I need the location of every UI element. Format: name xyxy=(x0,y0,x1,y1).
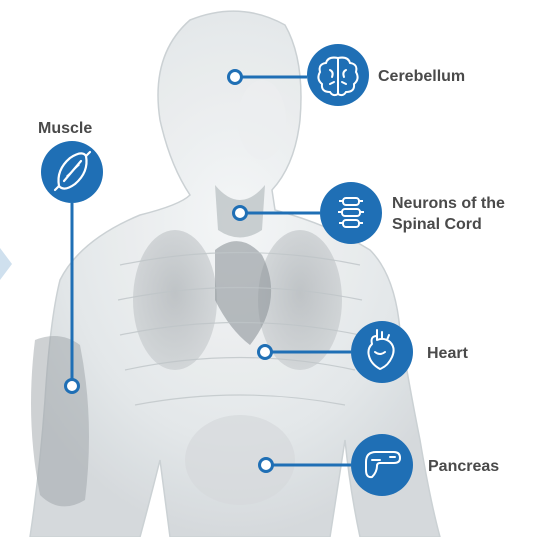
pancreas-badge xyxy=(351,434,413,496)
heart-label: Heart xyxy=(427,343,468,364)
cerebellum-badge xyxy=(307,44,369,106)
cerebellum-marker xyxy=(229,71,242,84)
pancreas-label: Pancreas xyxy=(428,456,499,477)
neurons-badge xyxy=(320,182,382,244)
neurons-marker xyxy=(234,207,247,220)
heart-badge xyxy=(351,321,413,383)
pancreas-marker xyxy=(260,459,273,472)
muscle-label: Muscle xyxy=(38,118,92,139)
muscle-badge xyxy=(41,141,103,203)
cerebellum-label: Cerebellum xyxy=(378,66,465,87)
neurons-label: Neurons of the Spinal Cord xyxy=(392,193,505,235)
heart-marker xyxy=(259,346,272,359)
muscle-marker xyxy=(66,380,79,393)
